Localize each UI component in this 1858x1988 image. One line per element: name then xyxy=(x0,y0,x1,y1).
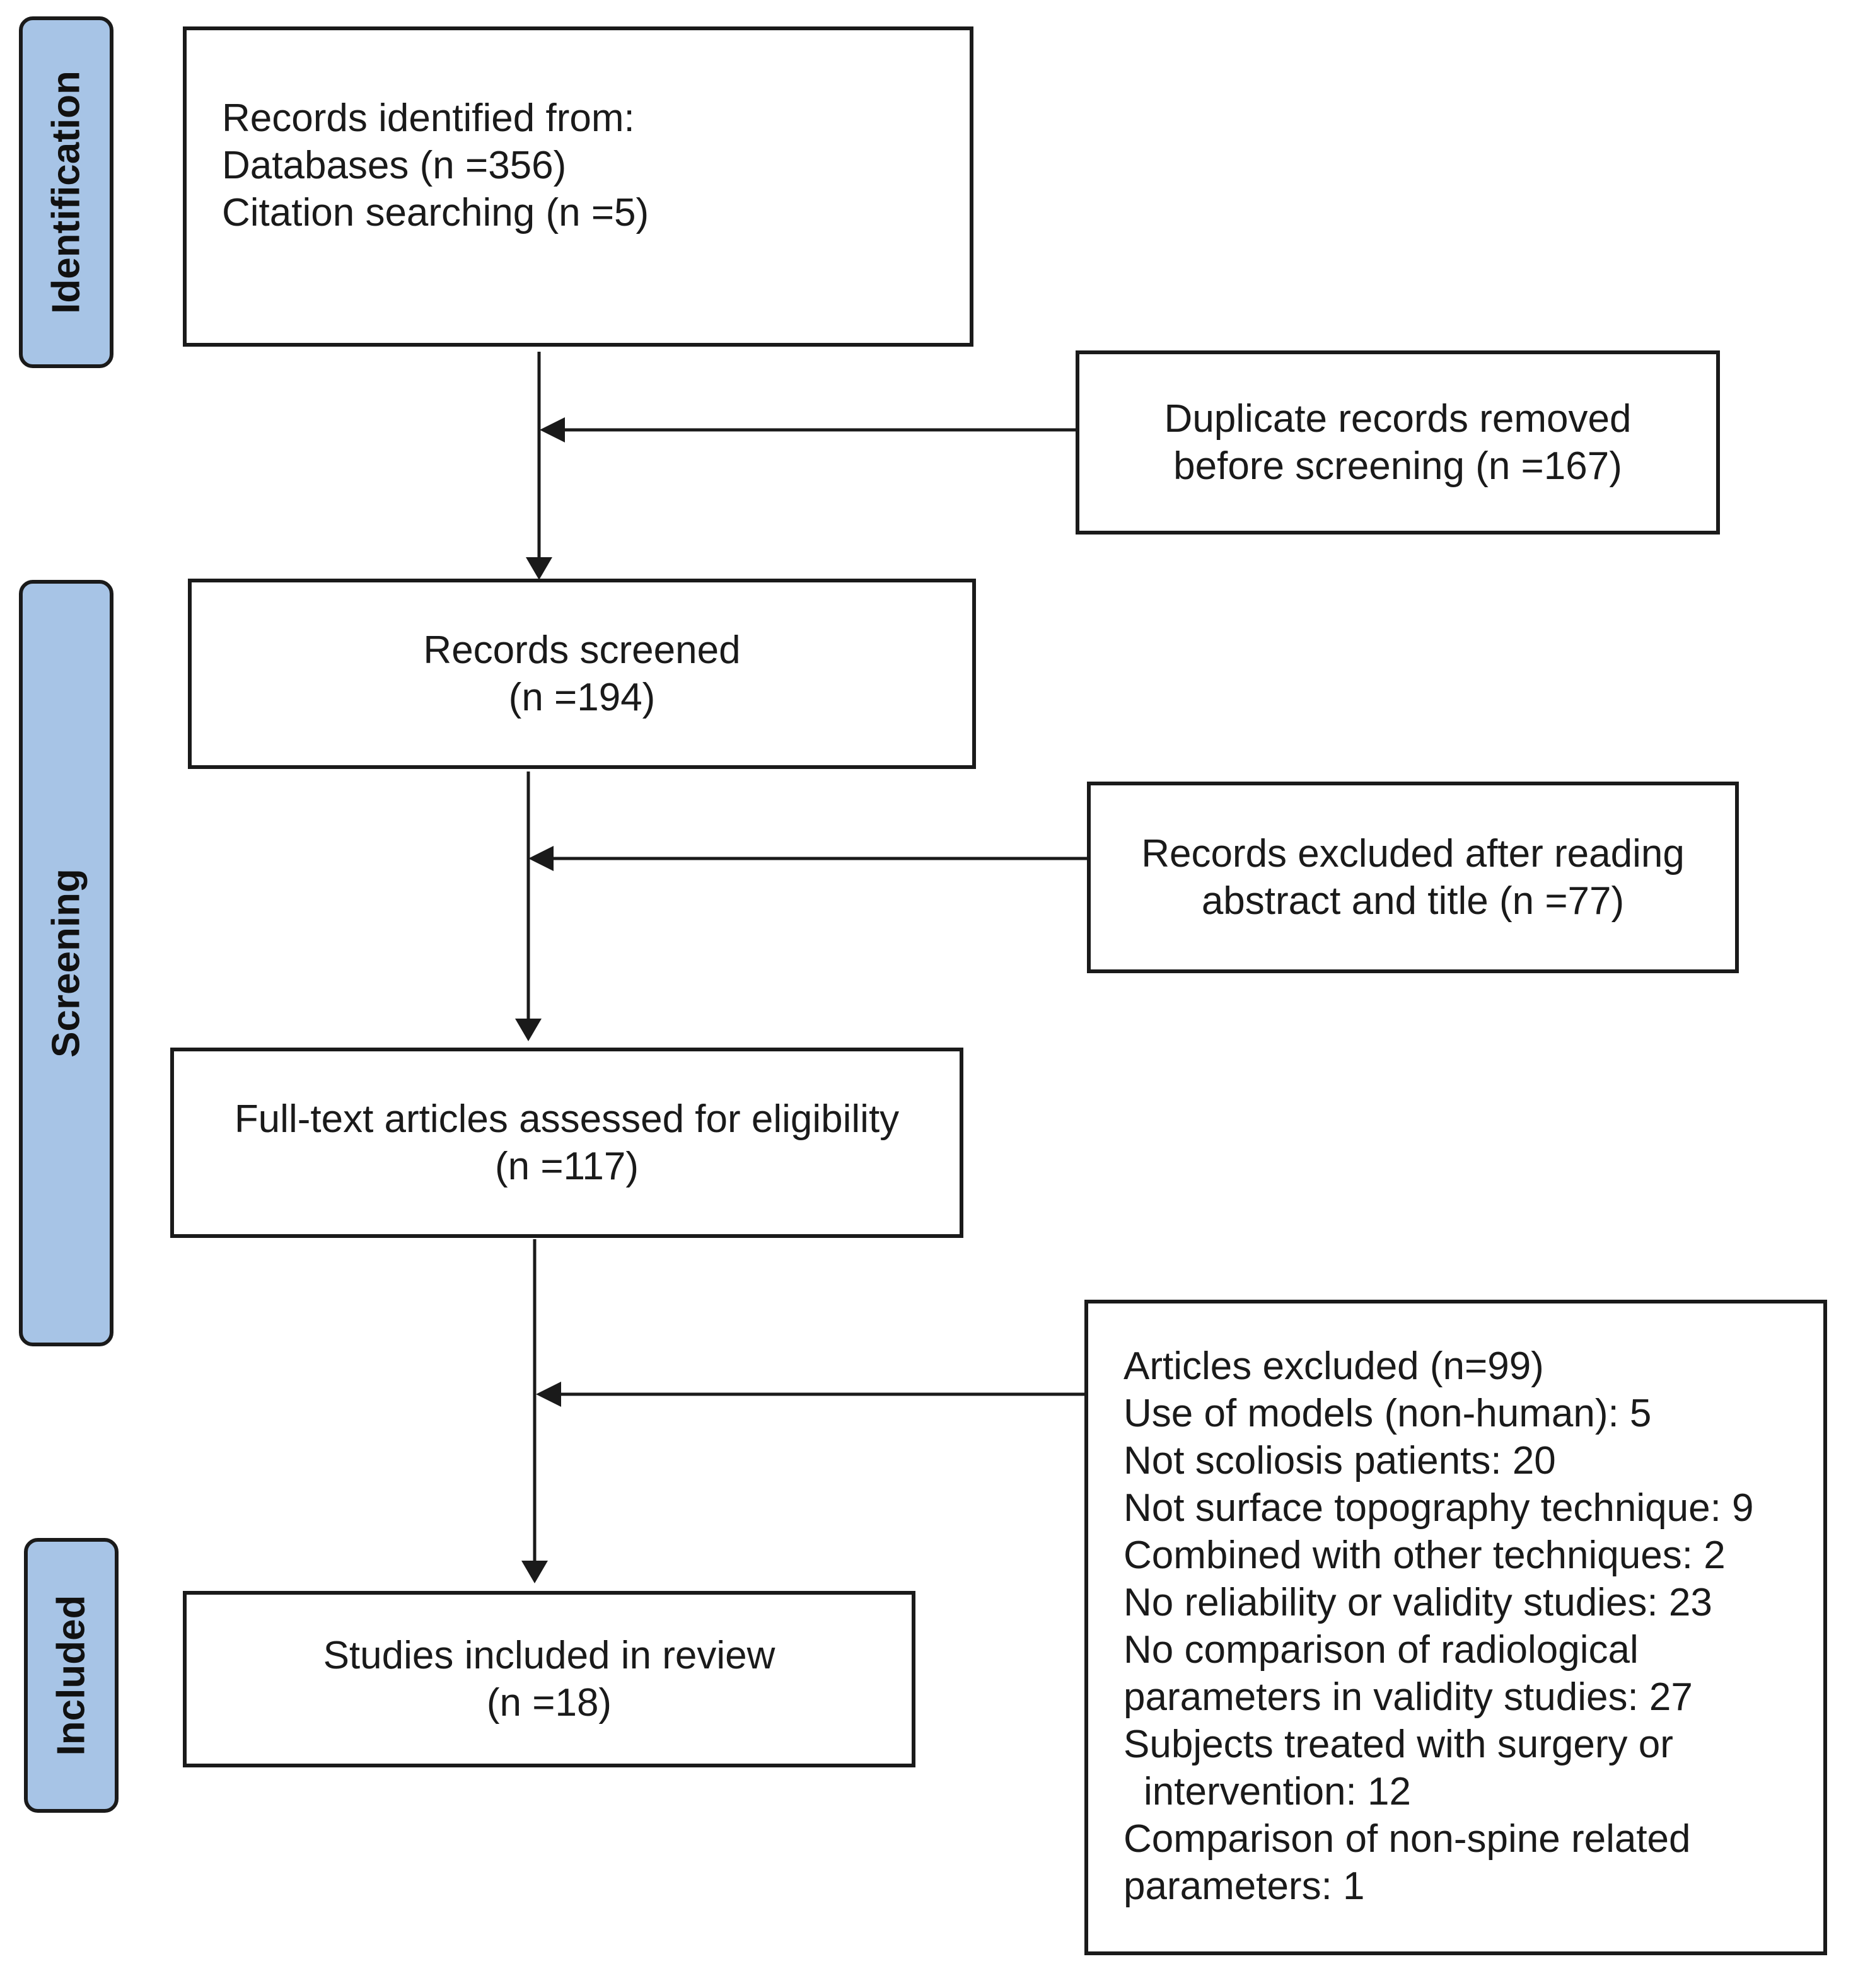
arrowhead-left-icon xyxy=(528,846,554,871)
records-screened-line: (n =194) xyxy=(508,676,656,719)
arrowhead-left-icon xyxy=(536,1382,561,1407)
records-excluded-box: Records excluded after reading abstract … xyxy=(1087,782,1739,973)
articles-excluded-line: Articles excluded (n=99) xyxy=(1124,1344,1544,1388)
studies-included-box: Studies included in review (n =18) xyxy=(183,1591,915,1767)
duplicates-removed-line: before screening (n =167) xyxy=(1173,444,1622,488)
studies-included-line: (n =18) xyxy=(486,1681,612,1725)
phase-included: Included xyxy=(24,1538,119,1813)
arrowhead-down-icon xyxy=(521,1561,548,1583)
records-identified-box: Records identified from: Databases (n =3… xyxy=(183,26,973,347)
full-text-assessed-line: (n =117) xyxy=(494,1145,639,1188)
articles-excluded-line: parameters in validity studies: 27 xyxy=(1124,1675,1693,1719)
articles-excluded-line: Comparison of non-spine related xyxy=(1124,1817,1691,1861)
records-identified-line: Citation searching (n =5) xyxy=(222,191,649,234)
arrowhead-down-icon xyxy=(515,1019,542,1041)
articles-excluded-line: Combined with other techniques: 2 xyxy=(1124,1534,1726,1577)
phase-identification: Identification xyxy=(19,16,113,368)
articles-excluded-box: Articles excluded (n=99) Use of models (… xyxy=(1084,1300,1827,1955)
articles-excluded-line: Subjects treated with surgery or xyxy=(1124,1723,1673,1766)
duplicates-removed-box: Duplicate records removed before screeni… xyxy=(1076,350,1720,535)
articles-excluded-line: intervention: 12 xyxy=(1144,1770,1411,1813)
articles-excluded-line: parameters: 1 xyxy=(1124,1864,1365,1908)
studies-included-line: Studies included in review xyxy=(323,1634,775,1677)
articles-excluded-line: No reliability or validity studies: 23 xyxy=(1124,1581,1712,1624)
records-identified-line: Records identified from: xyxy=(222,96,635,140)
full-text-assessed-box: Full-text articles assessed for eligibil… xyxy=(170,1048,963,1238)
articles-excluded-line: Not surface topography technique: 9 xyxy=(1124,1486,1754,1530)
records-screened-line: Records screened xyxy=(423,628,741,672)
records-excluded-line: abstract and title (n =77) xyxy=(1201,879,1625,923)
articles-excluded-line: Not scoliosis patients: 20 xyxy=(1124,1439,1556,1482)
records-screened-box: Records screened (n =194) xyxy=(188,579,976,769)
duplicates-removed-line: Duplicate records removed xyxy=(1164,397,1632,441)
arrowhead-left-icon xyxy=(540,417,565,442)
articles-excluded-line: Use of models (non-human): 5 xyxy=(1124,1392,1652,1435)
records-identified-line: Databases (n =356) xyxy=(222,144,567,187)
arrowhead-down-icon xyxy=(526,557,552,580)
articles-excluded-line: No comparison of radiological xyxy=(1124,1628,1639,1672)
phase-screening: Screening xyxy=(19,580,113,1346)
full-text-assessed-line: Full-text articles assessed for eligibil… xyxy=(234,1097,900,1141)
records-excluded-line: Records excluded after reading xyxy=(1141,832,1685,876)
